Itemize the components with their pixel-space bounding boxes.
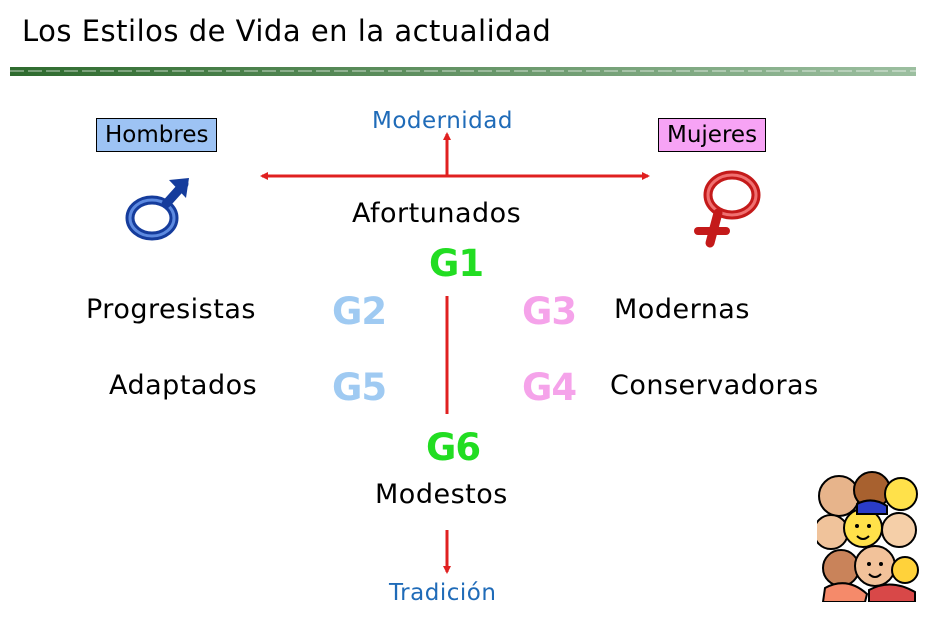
axis-label-tradition: Tradición: [389, 580, 497, 606]
axis-label-modernity: Modernidad: [372, 108, 513, 134]
group-label-modernas: Modernas: [614, 294, 750, 325]
group-code-g3: G3: [522, 290, 577, 333]
group-code-g1: G1: [429, 242, 484, 285]
group-label-conservadoras: Conservadoras: [610, 370, 819, 401]
group-label-modestos: Modestos: [375, 479, 508, 510]
female-symbol-icon: [694, 170, 761, 248]
group-code-g5: G5: [332, 366, 387, 409]
male-symbol-icon: [125, 178, 189, 241]
group-label-afortunados: Afortunados: [352, 198, 522, 229]
page-title: Los Estilos de Vida en la actualidad: [22, 14, 552, 48]
group-label-adaptados: Adaptados: [109, 370, 258, 401]
women-label-box: Mujeres: [658, 118, 767, 152]
group-code-g2: G2: [332, 290, 387, 333]
crowd-of-people-icon: [817, 471, 919, 602]
title-divider: [10, 67, 916, 76]
group-label-progresistas: Progresistas: [86, 294, 256, 325]
group-code-g4: G4: [522, 366, 577, 409]
men-label-box: Hombres: [96, 118, 218, 152]
group-code-g6: G6: [426, 426, 481, 469]
